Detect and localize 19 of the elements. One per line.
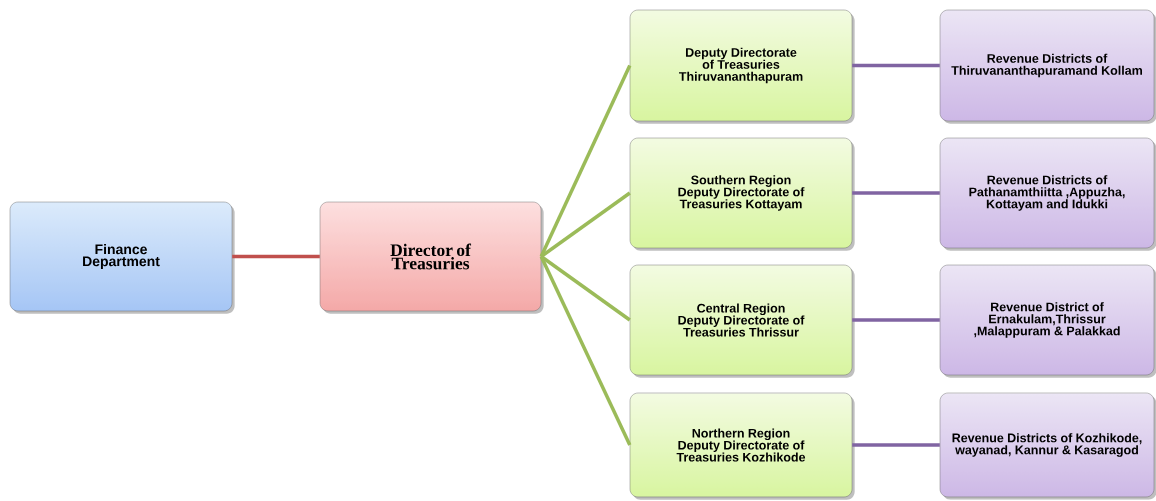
connector-line [540, 255, 631, 322]
district-box: Revenue District of Ernakulam,Thrissur ,Malappuram & Palakkad [939, 264, 1156, 378]
office-box: Central Region Deputy Directorate of Treasuries Thrissur [629, 264, 855, 378]
district-box: Revenue Districts of Kozhikode, wayanad, Kannur & Kasaragod [939, 392, 1156, 500]
connector-line [539, 255, 632, 446]
office-box: Southern Region Deputy Directorate of Treasuries Kottayam [629, 137, 855, 251]
district-box: Revenue Districts of Pathanamthiitta ,Appuzha, Kottayam and Idukki [939, 137, 1156, 251]
connector-line [539, 64, 632, 258]
director-box: Director of Treasuries [319, 201, 544, 314]
connector-line [852, 318, 940, 322]
office-box: Deputy Directorate of Treasuries Thiruvananthapuram [629, 9, 855, 124]
office-box: Northern Region Deputy Directorate of Treasuries Kozhikode [629, 392, 855, 500]
connector-line [852, 63, 940, 68]
connector-line [852, 191, 940, 195]
connector-line [852, 443, 940, 447]
department-box: Finance Department [9, 201, 235, 314]
connector-line [232, 254, 320, 259]
district-box: Revenue Districts of Thiruvananthapuramand Kollam [939, 9, 1156, 124]
connector-line [540, 191, 631, 258]
